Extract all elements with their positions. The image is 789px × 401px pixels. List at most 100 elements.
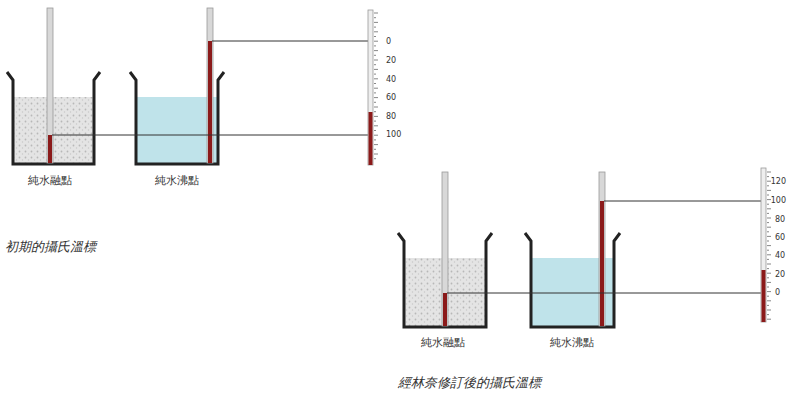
tick (767, 199, 771, 200)
tick (767, 231, 769, 232)
tick (767, 300, 771, 301)
scale-number: 40 (386, 76, 396, 85)
tick (767, 208, 771, 209)
tick (767, 245, 771, 246)
tick (767, 181, 771, 182)
tick (767, 185, 769, 186)
scale-number: 0 (775, 289, 780, 298)
tick (374, 158, 376, 159)
tick (767, 264, 771, 265)
tick (374, 50, 378, 51)
scale-ticks (767, 172, 771, 319)
tick (374, 36, 376, 37)
tick (767, 204, 769, 205)
tick (767, 213, 769, 214)
tick (374, 111, 376, 112)
mercury (48, 135, 52, 163)
tick (374, 107, 378, 108)
tick (767, 268, 769, 269)
scale-number: 100 (771, 197, 786, 206)
mercury (600, 201, 604, 326)
tick (767, 236, 771, 237)
tick (374, 69, 378, 70)
tick (374, 83, 376, 84)
tick (767, 296, 769, 297)
tick (374, 13, 378, 14)
tick (767, 310, 771, 311)
tick (374, 74, 376, 75)
tick (767, 282, 771, 283)
tick (374, 144, 378, 145)
thermometer (442, 172, 448, 326)
thermometer (207, 8, 213, 163)
tick (374, 31, 378, 32)
ice (14, 97, 93, 163)
mercury (443, 293, 447, 326)
scale-thermometer (368, 10, 373, 165)
tick (767, 305, 769, 306)
scale-thermometer (761, 168, 766, 322)
water (137, 97, 217, 163)
thermometer (47, 8, 53, 163)
tick (767, 287, 769, 288)
tick (374, 92, 376, 93)
level-line (52, 135, 370, 136)
tick (374, 97, 378, 98)
tick (374, 139, 376, 140)
beaker (525, 233, 620, 327)
tick (374, 22, 378, 23)
caption: 初期的攝氏溫標 (5, 240, 96, 254)
tick (767, 259, 769, 260)
tick (767, 195, 769, 196)
scale-number: 100 (386, 131, 401, 140)
tick (374, 60, 378, 61)
tick (767, 254, 771, 255)
tick (767, 218, 771, 219)
tick (374, 102, 376, 103)
scale-number: 60 (775, 234, 785, 243)
initial-scale-figure (7, 8, 378, 165)
scale-number: 40 (775, 252, 785, 261)
tick (767, 176, 769, 177)
tick (767, 277, 769, 278)
tick (374, 116, 378, 117)
beaker-label: 純水融點 (421, 337, 465, 349)
tick (374, 125, 378, 126)
scale-number: 20 (775, 271, 785, 280)
tick (767, 190, 771, 191)
tick (767, 172, 771, 173)
tick (767, 250, 769, 251)
mercury (208, 41, 212, 163)
tick (767, 314, 769, 315)
tick (374, 121, 376, 122)
tick (374, 17, 376, 18)
tick (374, 88, 378, 89)
tick (374, 41, 378, 42)
scale-number: 80 (386, 113, 396, 122)
tick (374, 135, 378, 136)
tick (767, 291, 771, 292)
beaker-label: 純水融點 (28, 175, 72, 187)
tick (374, 55, 376, 56)
scale-ticks (374, 13, 378, 159)
scale-number: 120 (771, 178, 786, 187)
mercury (762, 270, 766, 322)
level-line (604, 201, 763, 202)
tick (767, 222, 769, 223)
scale-number: 60 (386, 94, 396, 103)
beaker-label: 純水沸點 (155, 175, 199, 187)
caption: 經林奈修訂後的攝氏溫標 (398, 376, 541, 390)
tick (767, 241, 769, 242)
tick (767, 319, 771, 320)
tick (767, 227, 771, 228)
tick (767, 273, 771, 274)
tick (374, 64, 376, 65)
scale-number: 0 (386, 38, 391, 47)
tick (374, 130, 376, 131)
scale-number: 20 (386, 57, 396, 66)
thermometer (599, 172, 605, 326)
revised-scale-figure (398, 168, 771, 327)
mercury (369, 112, 373, 165)
level-line (447, 293, 763, 294)
